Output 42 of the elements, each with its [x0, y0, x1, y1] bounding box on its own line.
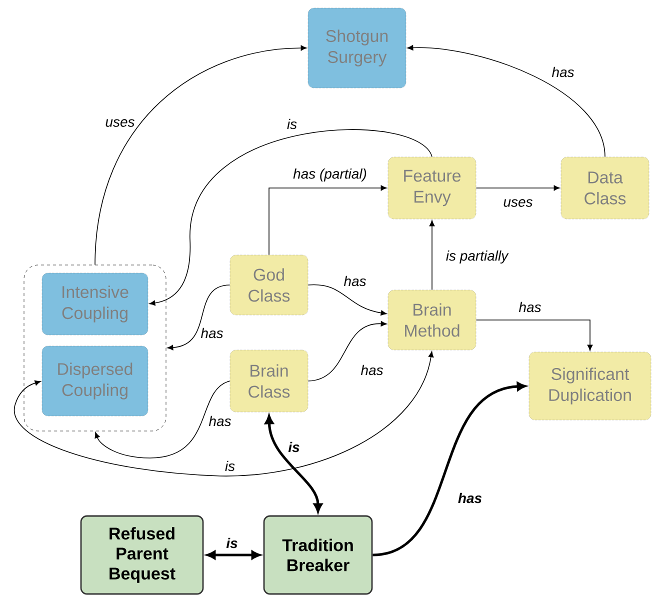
arrow: [94, 45, 307, 266]
arrow: [206, 550, 260, 560]
edge-label: is: [225, 536, 239, 550]
concept-box: Shotgun Surgery: [308, 8, 406, 88]
concept-box: God Class: [230, 254, 308, 316]
arrow: [372, 382, 526, 556]
edge-label: uses: [104, 118, 136, 128]
concept-box: Brain Class: [230, 350, 308, 412]
edge-label: has: [456, 492, 484, 504]
arrow: [308, 284, 387, 316]
edge-label: uses: [502, 198, 534, 208]
arrow: [476, 185, 560, 191]
concept-box: Dispersed Coupling: [42, 346, 148, 416]
arrow: [308, 321, 387, 382]
arrow: [94, 380, 230, 458]
edge-label: has: [208, 414, 232, 428]
arrow: [264, 415, 322, 512]
concept-box: Refused Parent Bequest: [80, 515, 204, 595]
concept-box: Brain Method: [388, 290, 476, 350]
concept-box: Intensive Coupling: [42, 272, 148, 336]
arrow: [14, 351, 434, 476]
edge-label: has: [550, 66, 576, 78]
concept-box: Feature Envy: [388, 156, 476, 220]
concept-box: Tradition Breaker: [263, 515, 373, 595]
concept-box: Data Class: [560, 156, 650, 220]
arrow: [149, 129, 432, 306]
arrow: [476, 320, 593, 351]
edge-label: is: [286, 118, 298, 130]
edge-label: is partially: [444, 249, 510, 265]
edge-label: is: [224, 460, 236, 472]
arrow: [167, 284, 230, 350]
arrow: [407, 45, 606, 158]
edge-label: has: [342, 274, 368, 288]
edge-label: is: [287, 440, 301, 454]
edge-label: has (partial): [292, 167, 368, 183]
arrow: [268, 185, 387, 256]
edge-label: has: [360, 364, 384, 376]
arrow: [429, 220, 435, 290]
edge-label: has: [518, 300, 542, 314]
concept-box: Significant Duplication: [528, 352, 652, 420]
edge-label: has: [200, 326, 224, 340]
group-box: [24, 264, 166, 432]
